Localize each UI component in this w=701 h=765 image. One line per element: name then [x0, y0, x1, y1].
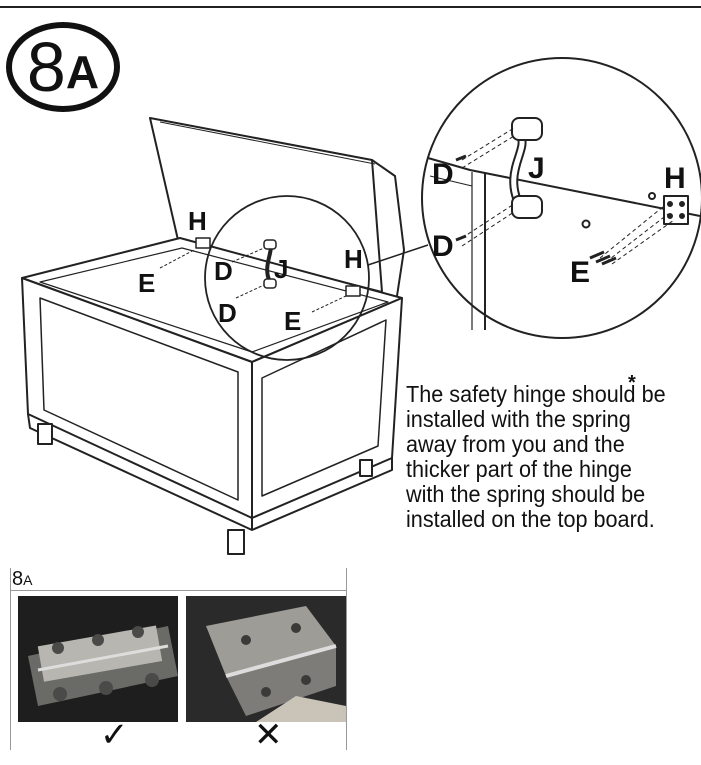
reference-label: 8A	[12, 568, 33, 590]
label-d-main-lower: D	[218, 298, 237, 328]
hinge-large	[663, 195, 689, 225]
check-icon: ✓	[100, 716, 129, 754]
label-h-zoom: H	[664, 162, 686, 195]
reference-panel: 8A ✓ ✕	[10, 568, 350, 754]
label-j-zoom: J	[528, 152, 545, 185]
label-d-zoom: D	[432, 158, 454, 191]
label-d-main: D	[214, 256, 233, 286]
top-rule	[0, 6, 701, 8]
step-number: 8	[26, 28, 66, 106]
step-badge: 8 A	[6, 22, 120, 112]
leg-front	[227, 529, 245, 555]
label-e-zoom: E	[570, 256, 591, 289]
asterisk-mark: *	[628, 372, 636, 394]
leg-right	[359, 459, 373, 477]
leg-left	[37, 423, 53, 445]
photo-wrong-install	[186, 596, 346, 722]
label-h-main-right: H	[344, 244, 363, 274]
step-letter: A	[65, 46, 100, 98]
label-j-main: J	[274, 254, 289, 284]
photo-correct-install	[18, 596, 178, 722]
label-e-main-right: E	[284, 306, 302, 336]
detail-circle-large	[421, 57, 701, 339]
label-h-main: H	[188, 206, 207, 236]
cross-icon: ✕	[254, 716, 283, 754]
detail-circle-small	[204, 195, 370, 361]
instruction-text: The safety hinge should be installed wit…	[406, 381, 666, 532]
label-d-zoom-lower: D	[432, 230, 454, 263]
label-e-main: E	[138, 268, 156, 298]
